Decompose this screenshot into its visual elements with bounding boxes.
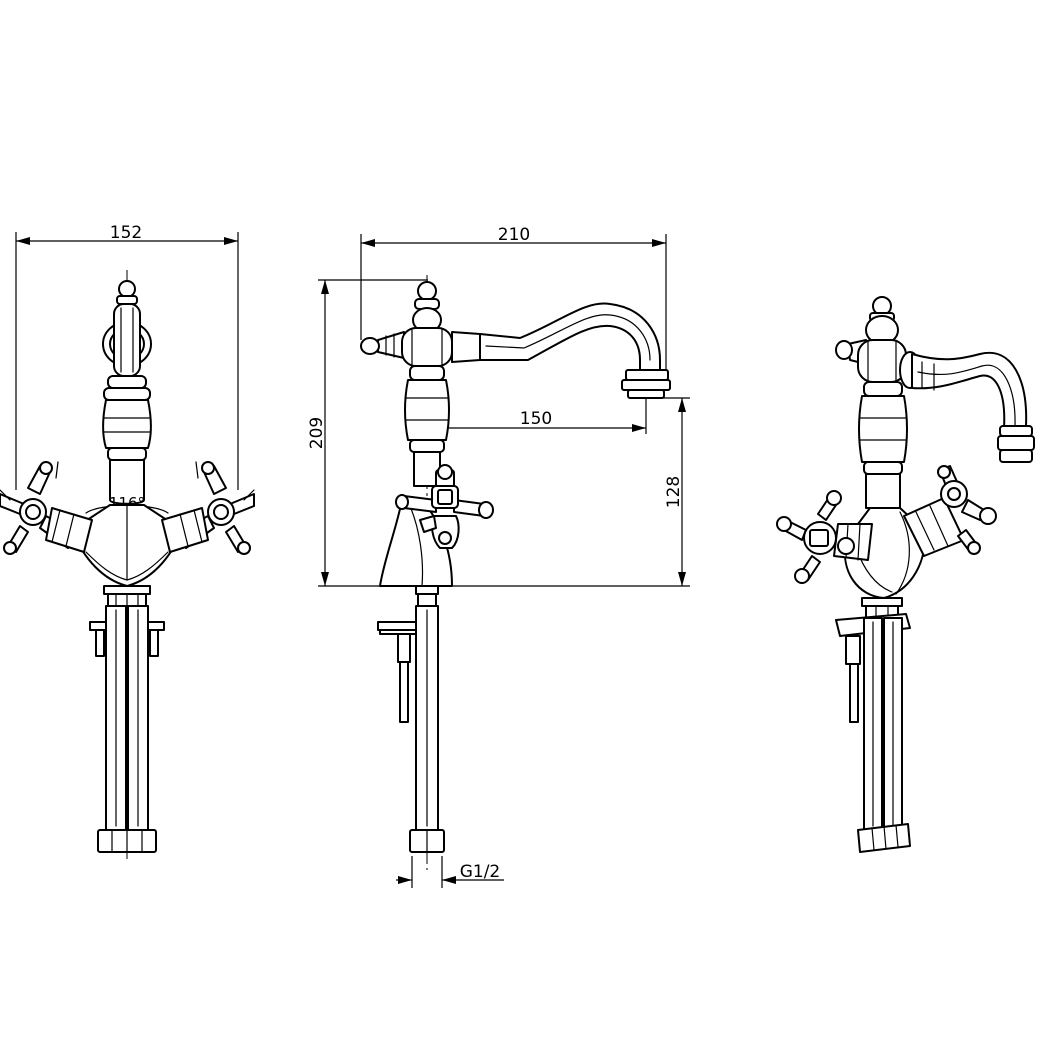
front-view: 152 116° xyxy=(0,223,255,860)
front-left-cross-handle xyxy=(0,461,59,555)
dimension-spout-reach: 150 xyxy=(427,398,647,434)
dimension-thread: G1/2 xyxy=(396,856,504,888)
isometric-view xyxy=(776,296,1035,853)
dimension-label-150: 150 xyxy=(520,409,552,429)
dimension-label-152: 152 xyxy=(110,223,142,243)
dimension-spout-length: 210 xyxy=(360,225,667,386)
dimension-label-209: 209 xyxy=(307,417,327,449)
dimension-label-128: 128 xyxy=(664,476,684,508)
dimension-total-height: 209 xyxy=(307,279,428,587)
iso-right-cross-handle xyxy=(937,465,997,555)
side-cross-handle xyxy=(395,464,494,549)
front-right-cross-handle xyxy=(195,461,255,555)
dimension-spout-height: 128 xyxy=(452,397,690,587)
dimension-width-front: 152 xyxy=(15,223,239,490)
side-view: 210 209 150 128 xyxy=(307,225,690,888)
dimension-label-thread: G1/2 xyxy=(460,862,501,882)
iso-left-cross-handle xyxy=(776,490,855,584)
dimension-label-210: 210 xyxy=(498,225,530,245)
